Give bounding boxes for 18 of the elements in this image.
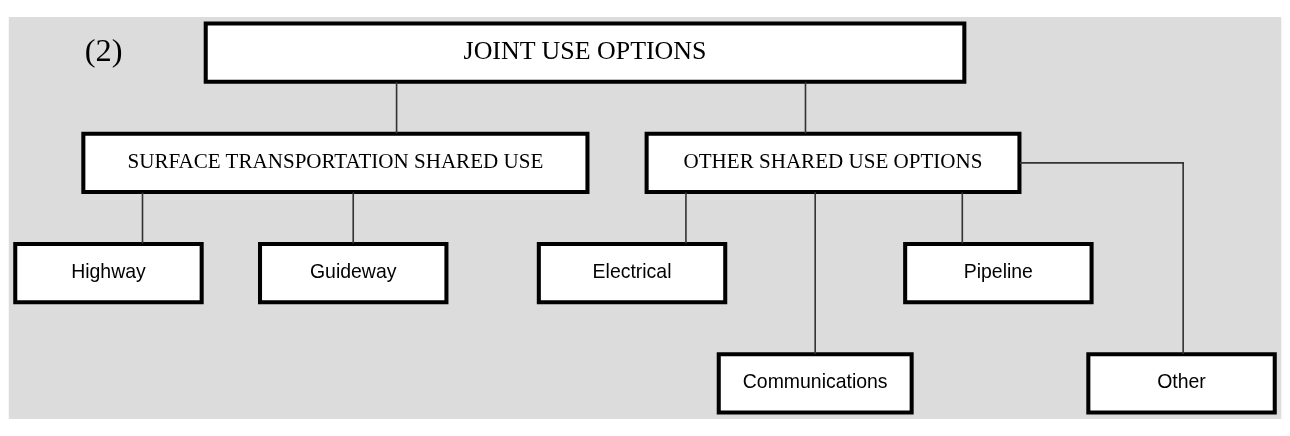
node-box: OTHER SHARED USE OPTIONS	[644, 131, 1022, 195]
node-box: Electrical	[536, 241, 728, 305]
connector	[961, 191, 964, 245]
connector	[395, 81, 398, 135]
connector	[814, 191, 816, 355]
node-box: Pipeline	[903, 241, 1094, 305]
label: (2)	[84, 31, 123, 68]
node-box: SURFACE TRANSPORTATION SHARED USE	[81, 131, 590, 195]
node-box: Guideway	[258, 241, 449, 305]
connector	[1019, 162, 1184, 355]
node-box: JOINT USE OPTIONS	[203, 21, 967, 84]
connector	[352, 191, 355, 245]
connector	[685, 191, 687, 245]
connector	[804, 81, 807, 135]
node-box: Communications	[716, 352, 914, 415]
node-box: Other	[1086, 352, 1277, 415]
connector	[141, 191, 144, 245]
node-box: Highway	[13, 241, 204, 305]
